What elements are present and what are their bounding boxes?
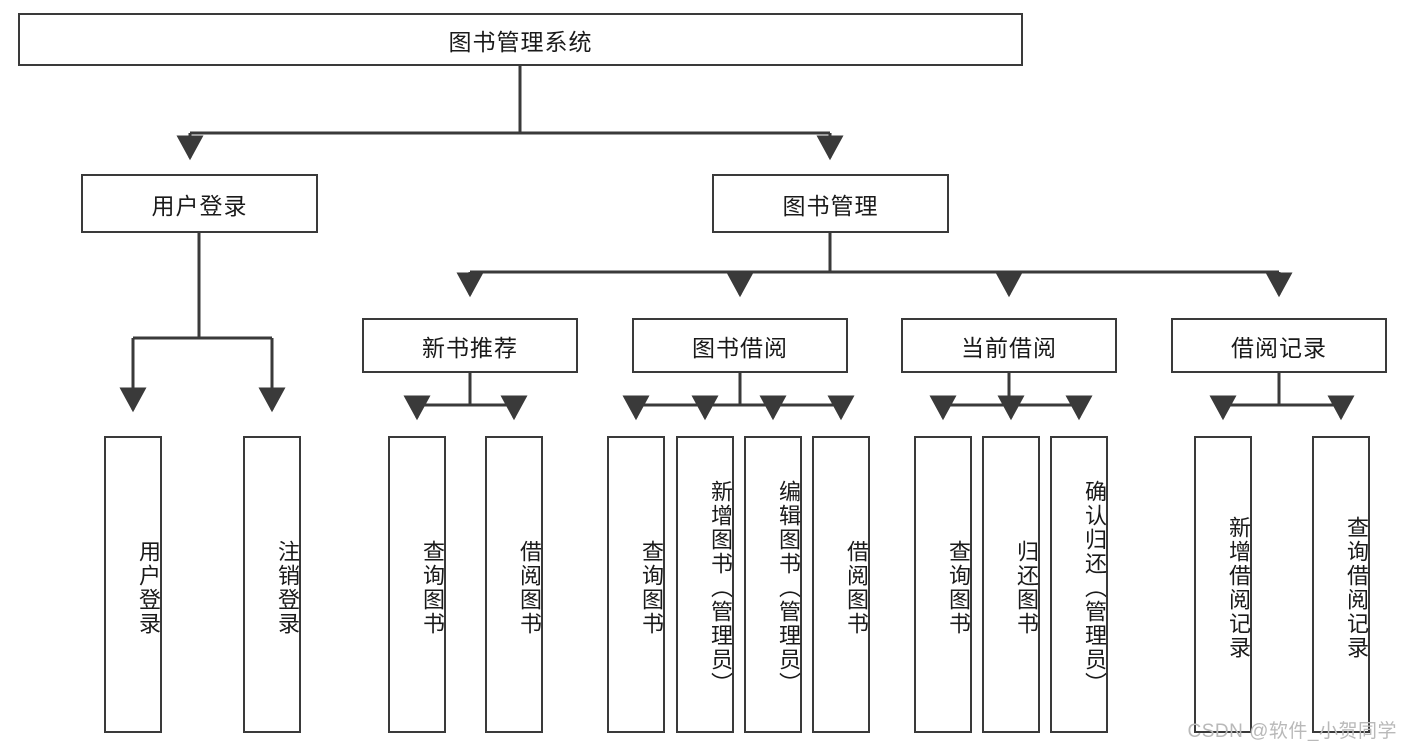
node-label: 用户登录 bbox=[151, 192, 248, 219]
leaf-borrow-borrow-book[interactable]: 借阅图书 bbox=[812, 436, 870, 733]
node-label: 查询图书 bbox=[639, 539, 664, 636]
node-label: 确认归还（管理员） bbox=[1082, 479, 1107, 696]
node-user-login[interactable]: 用户登录 bbox=[81, 174, 318, 233]
node-label: 注销登录 bbox=[275, 539, 300, 636]
node-label: 新书推荐 bbox=[422, 334, 518, 361]
leaf-user-login-login[interactable]: 用户登录 bbox=[104, 436, 162, 733]
node-label: 新增图书（管理员） bbox=[708, 479, 733, 696]
node-label: 借阅记录 bbox=[1231, 334, 1327, 361]
leaf-borrow-query-book[interactable]: 查询图书 bbox=[607, 436, 665, 733]
node-label: 查询图书 bbox=[420, 539, 445, 636]
leaf-record-query-record[interactable]: 查询借阅记录 bbox=[1312, 436, 1370, 733]
node-label: 新增借阅记录 bbox=[1226, 515, 1251, 660]
node-label: 查询借阅记录 bbox=[1344, 515, 1369, 660]
node-label: 查询图书 bbox=[946, 539, 971, 636]
node-current-borrow[interactable]: 当前借阅 bbox=[901, 318, 1117, 373]
node-book-management[interactable]: 图书管理 bbox=[712, 174, 949, 233]
leaf-current-query-book[interactable]: 查询图书 bbox=[914, 436, 972, 733]
node-label: 编辑图书（管理员） bbox=[776, 479, 801, 696]
node-label: 图书借阅 bbox=[692, 334, 788, 361]
node-new-book-recommend[interactable]: 新书推荐 bbox=[362, 318, 578, 373]
node-label: 借阅图书 bbox=[844, 539, 869, 636]
leaf-borrow-edit-book-admin[interactable]: 编辑图书（管理员） bbox=[744, 436, 802, 733]
node-label: 归还图书 bbox=[1014, 539, 1039, 636]
leaf-user-login-logout[interactable]: 注销登录 bbox=[243, 436, 301, 733]
node-root[interactable]: 图书管理系统 bbox=[18, 13, 1023, 66]
node-label: 图书管理系统 bbox=[448, 28, 593, 55]
leaf-new-book-borrow[interactable]: 借阅图书 bbox=[485, 436, 543, 733]
leaf-current-confirm-return-admin[interactable]: 确认归还（管理员） bbox=[1050, 436, 1108, 733]
watermark: CSDN @软件_小贺同学 bbox=[1187, 721, 1397, 742]
node-book-borrow[interactable]: 图书借阅 bbox=[632, 318, 848, 373]
node-label: 图书管理 bbox=[782, 192, 879, 219]
leaf-record-add-record[interactable]: 新增借阅记录 bbox=[1194, 436, 1252, 733]
leaf-borrow-add-book-admin[interactable]: 新增图书（管理员） bbox=[676, 436, 734, 733]
node-label: 当前借阅 bbox=[961, 334, 1057, 361]
leaf-current-return-book[interactable]: 归还图书 bbox=[982, 436, 1040, 733]
node-label: 借阅图书 bbox=[517, 539, 542, 636]
node-label: 用户登录 bbox=[136, 539, 161, 636]
leaf-new-book-query[interactable]: 查询图书 bbox=[388, 436, 446, 733]
node-borrow-record[interactable]: 借阅记录 bbox=[1171, 318, 1387, 373]
